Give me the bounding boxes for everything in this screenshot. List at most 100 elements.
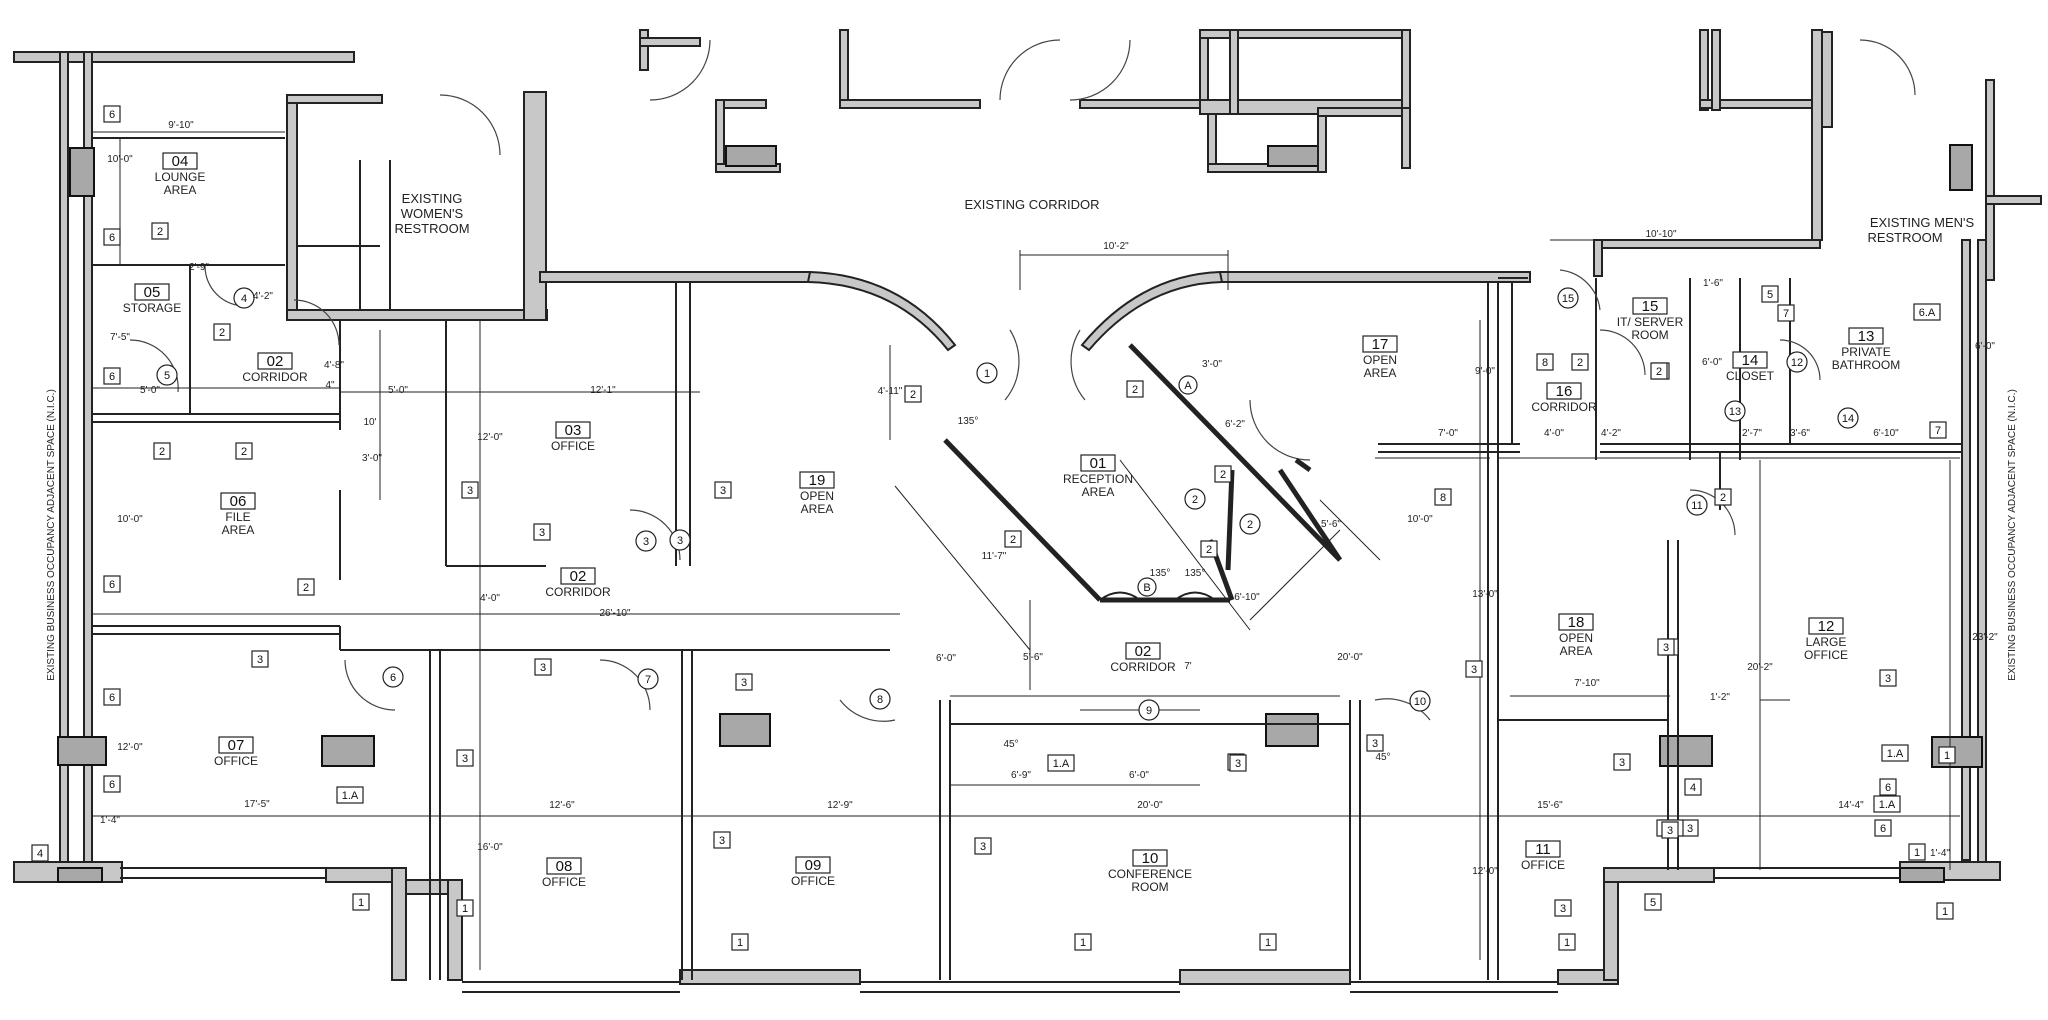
dimension-text: 26'-10"	[599, 608, 630, 619]
dimension-text: 4'-8"	[324, 360, 344, 371]
mens-restroom-line-2: RESTROOM	[1867, 230, 1942, 245]
dimension-text: 10'-0"	[1407, 514, 1433, 525]
dimension-text: 45°	[1003, 739, 1018, 750]
wall-type-tag: 2	[235, 442, 253, 460]
room-number: 17	[1372, 336, 1389, 353]
svg-text:3: 3	[467, 485, 473, 497]
room-number-box	[555, 421, 591, 439]
dimension-text: 14'-4"	[1838, 800, 1864, 811]
room-number-box	[795, 856, 831, 874]
wall-type-tag: 3	[735, 673, 753, 691]
room-name-line: LARGE	[1806, 635, 1847, 649]
svg-text:9: 9	[1146, 705, 1152, 717]
wall-type-tag: 3	[533, 523, 551, 541]
room-name-line: AREA	[164, 183, 197, 197]
womens-restroom-line-3: RESTROOM	[394, 221, 469, 236]
room-name-line: CORRIDOR	[545, 585, 611, 599]
door-tag: 1	[976, 362, 998, 384]
wall-type-tag: 3	[1366, 734, 1384, 752]
dimension-text: 20'-0"	[1137, 800, 1163, 811]
room-name-line: AREA	[801, 502, 834, 516]
room-name-line: AREA	[1082, 485, 1115, 499]
svg-text:2: 2	[1247, 519, 1253, 531]
room-number: 02	[1135, 643, 1152, 660]
room-number-box	[1546, 382, 1582, 400]
wall-type-tag: 2	[1004, 530, 1022, 548]
dimension-text: 9'-10"	[168, 120, 194, 131]
svg-text:1: 1	[358, 897, 364, 909]
room-number: 05	[144, 284, 161, 301]
wall-type-tag: 4	[31, 844, 49, 862]
room-name-line: OFFICE	[214, 754, 258, 768]
room-number: 13	[1858, 328, 1875, 345]
dimension-text: 20'-0"	[1337, 652, 1363, 663]
room-number-box	[1125, 642, 1161, 660]
svg-text:6: 6	[1885, 782, 1891, 794]
svg-text:4: 4	[37, 848, 43, 860]
door-tag: 5	[156, 364, 178, 386]
svg-text:2: 2	[1192, 494, 1198, 506]
dimension-text: 5'-6"	[1023, 652, 1043, 663]
dimension-text: 4'-2"	[253, 291, 273, 302]
wall-type-tag: 7	[1929, 421, 1947, 439]
dimension-text: 1'-4"	[1930, 848, 1950, 859]
wall-type-tag: 1	[1558, 933, 1576, 951]
wall-type-tag: 6	[103, 575, 121, 593]
room-number: 11	[1535, 841, 1551, 858]
room-number-box	[1558, 613, 1594, 631]
dimension-text: 2'-7"	[1742, 428, 1762, 439]
dimension-text: 1'-2"	[1710, 692, 1730, 703]
wall-type-tag: 3	[1229, 754, 1247, 772]
room-labels: 04LOUNGEAREA05STORAGE02CORRIDOR03OFFICE0…	[123, 152, 1900, 894]
svg-text:7: 7	[1783, 308, 1789, 320]
dimension-text: 2'-9"	[189, 262, 209, 273]
wall-type-tag: 1.A	[1881, 744, 1909, 762]
wall-type-tag: 1	[456, 899, 474, 917]
svg-text:6: 6	[390, 672, 396, 684]
wall-type-tag: 2	[1214, 465, 1232, 483]
room-number: 04	[172, 153, 189, 170]
svg-text:5: 5	[164, 370, 170, 382]
room-number: 12	[1818, 618, 1835, 635]
svg-text:2: 2	[241, 446, 247, 458]
room-name-line: LOUNGE	[155, 170, 206, 184]
wall-type-tag: 1	[1936, 902, 1954, 920]
svg-text:1: 1	[1942, 906, 1948, 918]
dimension-text: 3'-6"	[1790, 428, 1810, 439]
womens-restroom-line-2: WOMEN'S	[401, 206, 464, 221]
svg-text:3: 3	[1687, 823, 1693, 835]
svg-text:3: 3	[1663, 642, 1669, 654]
room-number: 02	[267, 353, 284, 370]
door-tag: 7	[637, 668, 659, 690]
svg-text:3: 3	[1619, 757, 1625, 769]
door-tag: 11	[1686, 494, 1708, 516]
svg-text:11: 11	[1691, 500, 1702, 512]
dimension-text: 3'-0"	[362, 453, 382, 464]
dimension-text: 4'-0"	[1544, 428, 1564, 439]
svg-text:2: 2	[1720, 492, 1726, 504]
svg-text:5: 5	[1767, 289, 1773, 301]
dimension-text: 3'-0"	[1202, 359, 1222, 370]
dimension-text: 5'-0"	[388, 385, 408, 396]
wall-type-tag: 3	[251, 650, 269, 668]
svg-text:8: 8	[877, 694, 883, 706]
dimension-text: 10'-0"	[117, 514, 143, 525]
wall-type-tag: 3	[1465, 660, 1483, 678]
dimension-text: 135°	[1185, 568, 1206, 579]
svg-text:3: 3	[1667, 825, 1673, 837]
dimension-text: 6'-0"	[1129, 770, 1149, 781]
wall-type-tag: 3	[713, 831, 731, 849]
svg-text:3: 3	[1885, 673, 1891, 685]
wall-type-tag: 3	[1681, 819, 1699, 837]
svg-text:2: 2	[1206, 544, 1212, 556]
svg-text:1: 1	[462, 903, 468, 915]
wall-type-tag: 3	[1613, 753, 1631, 771]
